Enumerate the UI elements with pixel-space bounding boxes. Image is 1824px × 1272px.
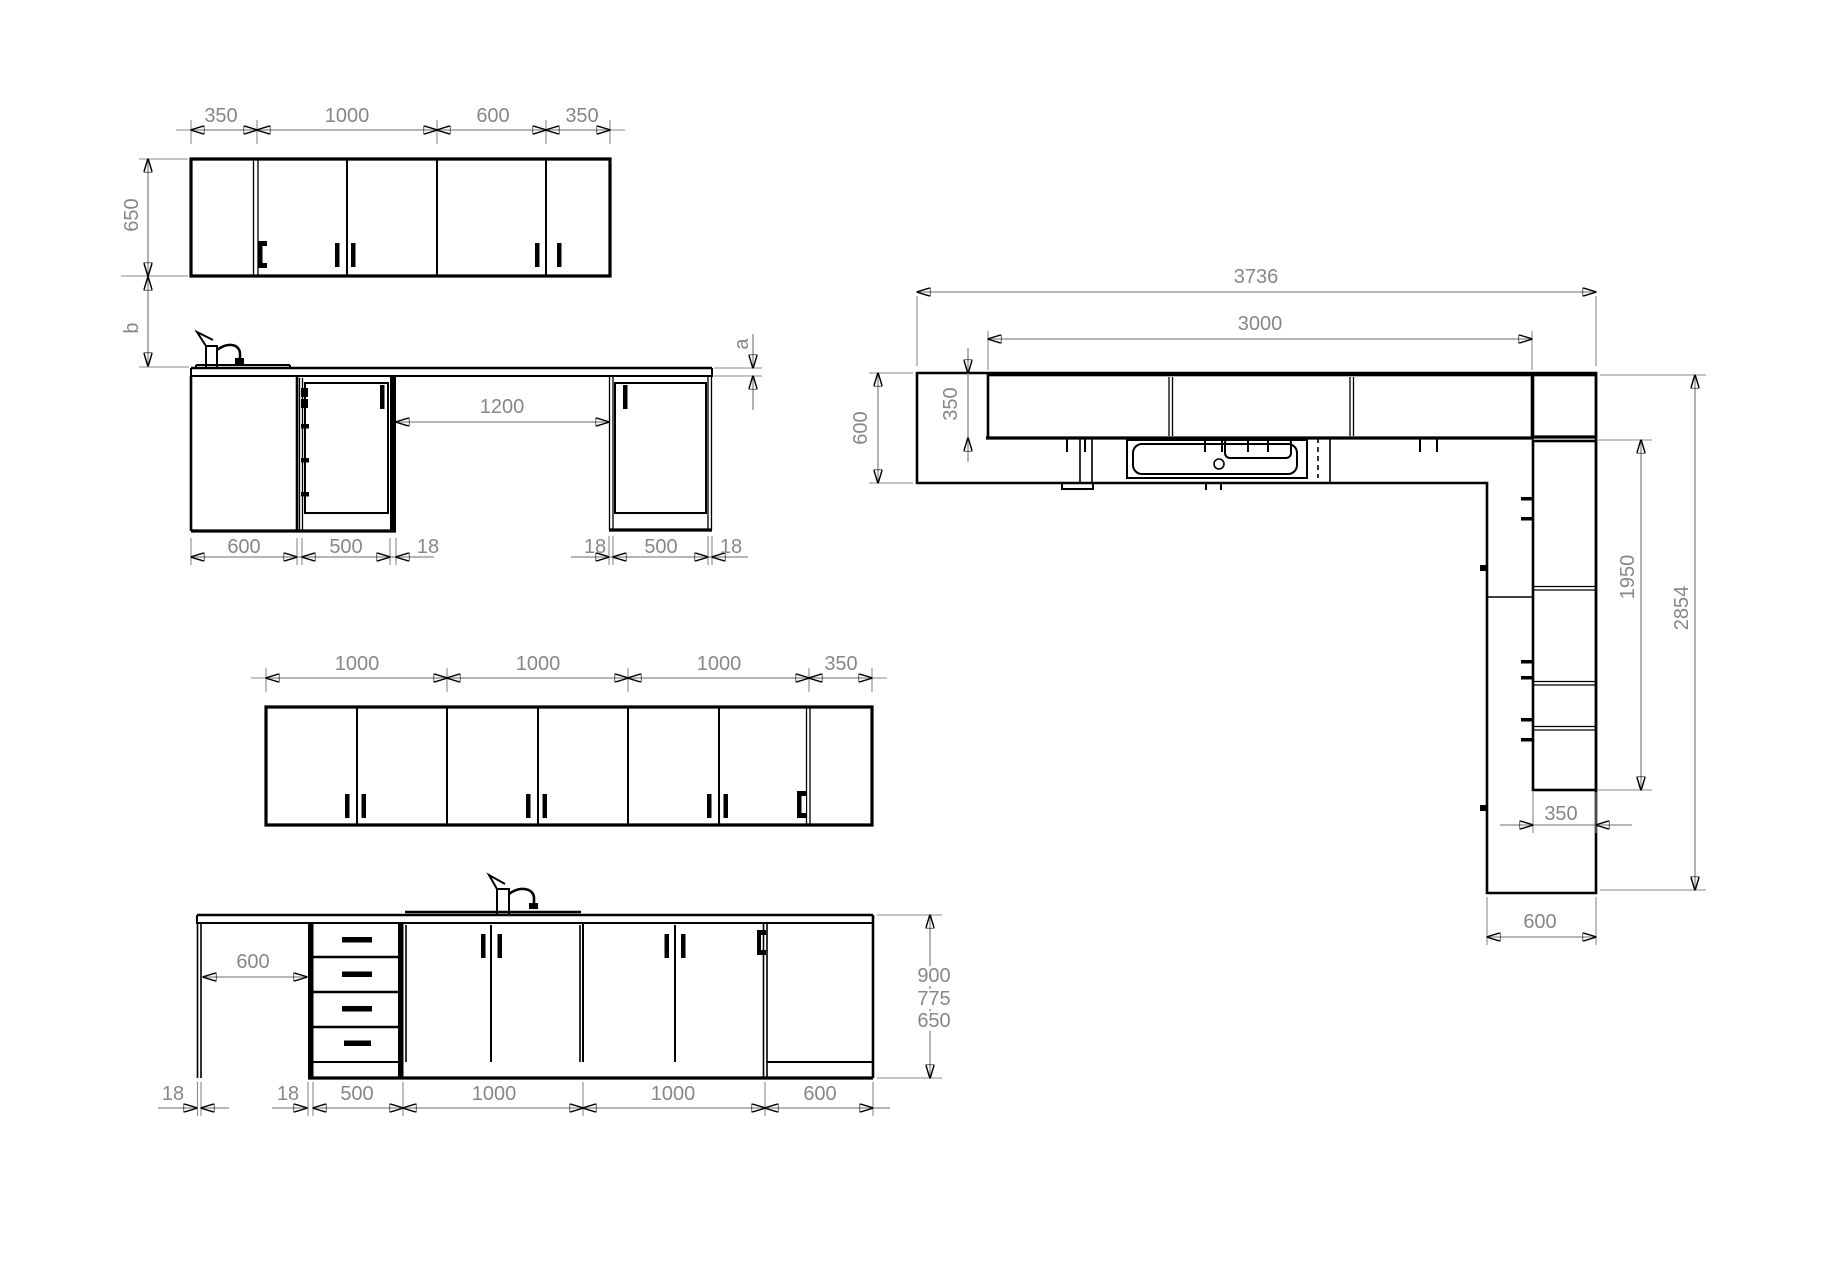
- wall-cabinet-run: [986, 373, 1534, 440]
- dim-label: a: [731, 338, 753, 350]
- drainer: [1224, 437, 1292, 459]
- dim-label: 18: [583, 536, 607, 558]
- dim-label: 600: [1523, 911, 1557, 933]
- dim-label: 650: [914, 1011, 954, 1031]
- dim-label: 3736: [1233, 266, 1279, 288]
- dim-label: 18: [416, 536, 440, 558]
- drawer-unit: [313, 937, 398, 1063]
- dim-label: 1000: [650, 1083, 696, 1105]
- wall-cabinet-column: [1531, 439, 1598, 792]
- dim-label: 600: [236, 951, 270, 973]
- handle-mark: [1061, 482, 1094, 490]
- dim-label: 350: [204, 105, 238, 127]
- hinge-mark: [301, 388, 308, 397]
- drain-mark: [1213, 458, 1225, 470]
- dim-label: 1200: [479, 396, 525, 418]
- dim-label: 500: [340, 1083, 374, 1105]
- base-cabinets-elevation-a: [189, 329, 762, 565]
- dim-label: 500: [644, 536, 678, 558]
- dim-label: 900: [914, 966, 954, 986]
- dim-label: 1000: [515, 653, 561, 675]
- dim-label: 350: [565, 105, 599, 127]
- faucet: [194, 329, 244, 368]
- dim-label: 600: [476, 105, 510, 127]
- wall-cabinets-elevation-a: [121, 120, 625, 368]
- dim-label: 775: [914, 989, 954, 1009]
- door-handle: [335, 243, 340, 267]
- wall-cabinets-elevation-b: [251, 668, 887, 827]
- sink-unit: [1126, 439, 1308, 479]
- dim-label: 500: [329, 536, 363, 558]
- faucet: [486, 872, 538, 915]
- cabinet-door: [304, 382, 389, 514]
- dim-label: 1950: [1617, 551, 1639, 603]
- dim-label: 1000: [334, 653, 380, 675]
- dim-label: 18: [276, 1083, 300, 1105]
- dim-label: 600: [850, 411, 872, 445]
- dim-label: 18: [161, 1083, 185, 1105]
- dim-label: 1000: [696, 653, 742, 675]
- dim-label: 600: [803, 1083, 837, 1105]
- dim-label: 1000: [324, 105, 370, 127]
- end-panel: [196, 923, 202, 1078]
- corner-wall-cabinet: [1531, 373, 1598, 439]
- sink-bowl: [1132, 443, 1298, 475]
- dim-label: 3000: [1237, 313, 1283, 335]
- dim-label: 350: [1544, 803, 1578, 825]
- plan-view: [869, 292, 1706, 945]
- sink-rim: [195, 364, 291, 368]
- base-cabinets-elevation-b: [158, 872, 942, 1116]
- dim-label: 650: [121, 198, 143, 232]
- dim-label: 1000: [471, 1083, 517, 1105]
- dim-label: b: [121, 322, 143, 334]
- dim-label: 600: [227, 536, 261, 558]
- dim-label: 350: [824, 653, 858, 675]
- dim-label: 2854: [1671, 582, 1693, 634]
- dim-label: 18: [719, 536, 743, 558]
- dim-label: 350: [940, 387, 962, 421]
